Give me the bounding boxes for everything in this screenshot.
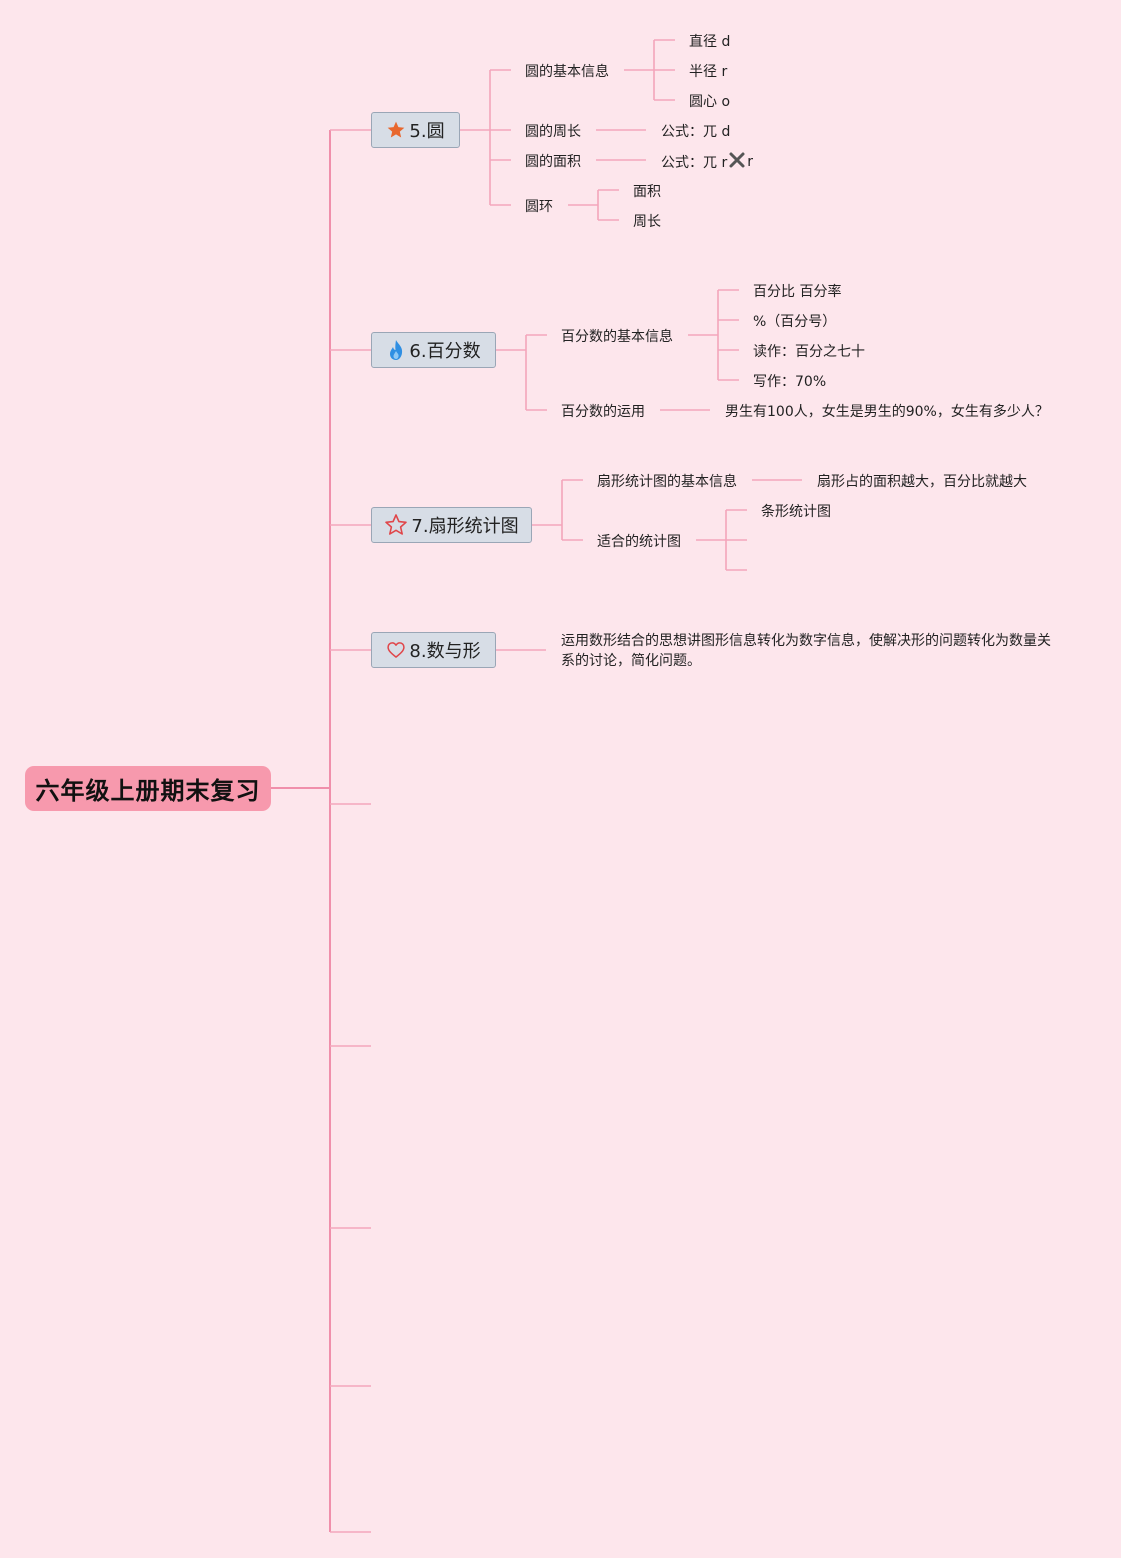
node-percent-term[interactable]: 百分比 百分率 (753, 284, 842, 300)
node-percent-writing[interactable]: 写作：70% (753, 374, 827, 390)
fire-icon (386, 339, 406, 361)
node-suitable-chart[interactable]: 适合的统计图 (597, 534, 681, 550)
node-circumference-formula[interactable]: 公式：兀 d (661, 124, 731, 140)
topic-percent[interactable]: 6.百分数 (371, 332, 496, 368)
node-percent-usage[interactable]: 百分数的运用 (561, 404, 645, 420)
node-ring[interactable]: 圆环 (525, 199, 553, 215)
root-label: 六年级上册期末复习 (35, 777, 261, 805)
root-node[interactable]: 六年级上册期末复习 (25, 766, 271, 811)
node-radius[interactable]: 半径 r (689, 64, 728, 80)
node-circle-basic[interactable]: 圆的基本信息 (525, 64, 609, 80)
node-area-formula[interactable]: 公式：兀 r r (661, 151, 753, 173)
topic-circle[interactable]: 5.圆 (371, 112, 460, 148)
topic-label: 7.扇形统计图 (411, 516, 519, 537)
node-center[interactable]: 圆心 o (689, 94, 731, 110)
node-number-shape-detail[interactable]: 运用数形结合的思想讲图形信息转化为数字信息，使解决形的问题转化为数量关系的讨论，… (561, 633, 1051, 669)
node-circumference[interactable]: 圆的周长 (525, 124, 581, 140)
topic-label: 6.百分数 (409, 341, 481, 362)
heart-outline-icon (386, 640, 406, 660)
node-pie-basic[interactable]: 扇形统计图的基本信息 (597, 474, 737, 490)
star-outline-icon (384, 513, 408, 537)
node-percent-reading[interactable]: 读作：百分之七十 (753, 344, 865, 360)
node-area[interactable]: 圆的面积 (525, 154, 581, 170)
node-bar-chart[interactable]: 条形统计图 (761, 504, 831, 520)
multiply-icon (728, 151, 746, 173)
topic-number-shape[interactable]: 8.数与形 (371, 632, 496, 668)
topic-pie-chart[interactable]: 7.扇形统计图 (371, 507, 532, 543)
node-pie-detail[interactable]: 扇形占的面积越大，百分比就越大 (817, 474, 1027, 490)
topic-label: 5.圆 (409, 121, 445, 142)
node-diameter[interactable]: 直径 d (689, 34, 731, 50)
node-percent-example[interactable]: 男生有100人，女生是男生的90%，女生有多少人？ (725, 404, 1049, 420)
node-percent-basic[interactable]: 百分数的基本信息 (561, 329, 673, 345)
area-formula-suffix: r (747, 154, 753, 170)
topic-label: 8.数与形 (409, 641, 481, 662)
node-ring-perimeter[interactable]: 周长 (633, 214, 661, 230)
area-formula-prefix: 公式：兀 r (661, 155, 728, 171)
node-ring-area[interactable]: 面积 (633, 184, 661, 200)
star-filled-icon (386, 120, 406, 140)
node-percent-sign[interactable]: %（百分号） (753, 314, 837, 330)
